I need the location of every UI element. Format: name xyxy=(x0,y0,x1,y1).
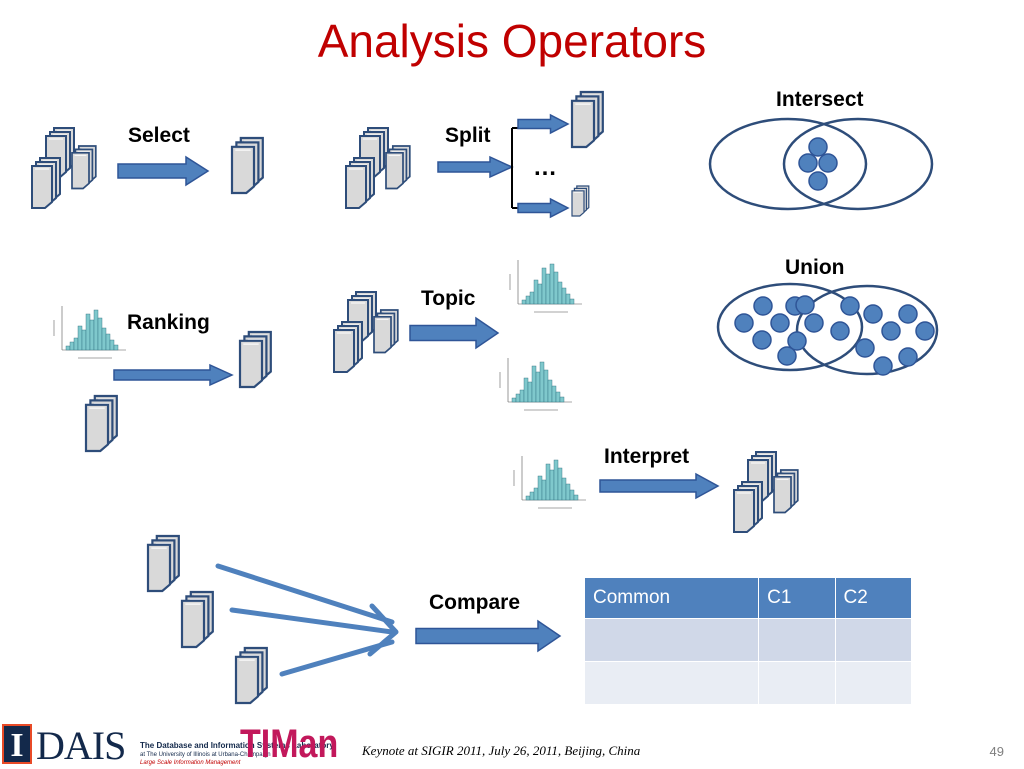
intersect-element-dot xyxy=(818,153,838,173)
select-arrow xyxy=(117,155,210,187)
document-cluster-icon xyxy=(374,310,398,353)
intersect-set-ellipse xyxy=(708,117,868,211)
intersect-element-dot xyxy=(808,171,828,191)
union-element-dot xyxy=(752,330,772,350)
topic-arrow xyxy=(409,316,500,350)
document-cluster-icon xyxy=(334,322,362,372)
union-element-dot xyxy=(881,321,901,341)
document-icon xyxy=(236,648,267,703)
compare-arrow xyxy=(415,619,562,653)
interpret-label: Interpret xyxy=(604,445,690,468)
document-cluster-icon xyxy=(72,146,96,189)
histogram-icon xyxy=(509,449,589,513)
union-element-dot xyxy=(830,321,850,341)
union-element-dot xyxy=(770,313,790,333)
compare-table: Common C1 C2 xyxy=(583,577,913,705)
footer-text: Keynote at SIGIR 2011, July 26, 2011, Be… xyxy=(362,743,641,758)
document-cluster-icon xyxy=(32,158,60,208)
compare-converging-lines xyxy=(215,563,395,677)
document-icon xyxy=(182,592,213,647)
split-bracket xyxy=(511,127,518,209)
table-header-c1: C1 xyxy=(758,577,836,619)
table-row xyxy=(583,661,913,705)
compare-label: Compare xyxy=(429,591,521,614)
lab-tagline: Large Scale Information Management xyxy=(140,760,241,766)
document-icon xyxy=(86,396,117,451)
page-number: 49 xyxy=(989,744,1004,759)
document-icon-small xyxy=(572,186,589,216)
intersect-set-ellipse xyxy=(782,117,934,211)
table-header-c2: C2 xyxy=(834,577,913,619)
split-label: Split xyxy=(445,124,491,147)
document-cluster-icon xyxy=(386,146,410,189)
ranking-label: Ranking xyxy=(127,311,210,334)
document-icon xyxy=(572,92,603,147)
table-row xyxy=(583,618,913,662)
union-element-dot xyxy=(787,331,807,351)
histogram-icon xyxy=(49,299,129,363)
union-element-dot xyxy=(898,304,918,324)
union-label: Union xyxy=(785,256,845,279)
union-set-ellipse xyxy=(716,282,864,372)
topic-label: Topic xyxy=(421,287,476,310)
union-element-dot xyxy=(804,313,824,333)
union-element-dot xyxy=(777,346,797,366)
dais-logo: DAIS xyxy=(36,723,126,768)
document-icon xyxy=(232,138,263,193)
union-element-dot xyxy=(915,321,935,341)
illinois-logo: I xyxy=(2,724,32,764)
interpret-arrow xyxy=(599,472,720,500)
document-icon xyxy=(240,332,271,387)
union-element-dot xyxy=(795,295,815,315)
lab-affiliation: at The University of Illinois at Urbana-… xyxy=(140,752,271,758)
slide-title: Analysis Operators xyxy=(317,15,707,67)
split-arrow-top xyxy=(517,113,570,135)
split-arrow xyxy=(437,155,514,179)
table-header-common: Common xyxy=(583,577,760,619)
union-element-dot xyxy=(873,356,893,376)
split-ellipsis: … xyxy=(533,154,557,181)
document-cluster-icon xyxy=(734,482,762,532)
table-header-row: Common C1 C2 xyxy=(583,577,913,619)
ranking-arrow xyxy=(113,363,234,387)
document-cluster-icon xyxy=(774,470,798,513)
compare-arrowhead xyxy=(367,603,399,657)
histogram-icon xyxy=(505,253,585,317)
timan-logo: TIMan xyxy=(240,722,339,766)
document-icon xyxy=(148,536,179,591)
lab-name: The Database and Information Systems Lab… xyxy=(140,741,334,750)
union-element-dot xyxy=(863,304,883,324)
split-arrow-bottom xyxy=(517,197,570,219)
intersect-label: Intersect xyxy=(776,88,864,111)
union-element-dot xyxy=(840,296,860,316)
histogram-icon xyxy=(495,351,575,415)
select-label: Select xyxy=(128,124,190,147)
union-element-dot xyxy=(855,338,875,358)
union-element-dot xyxy=(898,347,918,367)
document-cluster-icon xyxy=(346,158,374,208)
intersect-element-dot xyxy=(798,153,818,173)
union-element-dot xyxy=(734,313,754,333)
union-set-ellipse xyxy=(795,284,939,376)
intersect-element-dot xyxy=(808,137,828,157)
union-element-dot xyxy=(753,296,773,316)
